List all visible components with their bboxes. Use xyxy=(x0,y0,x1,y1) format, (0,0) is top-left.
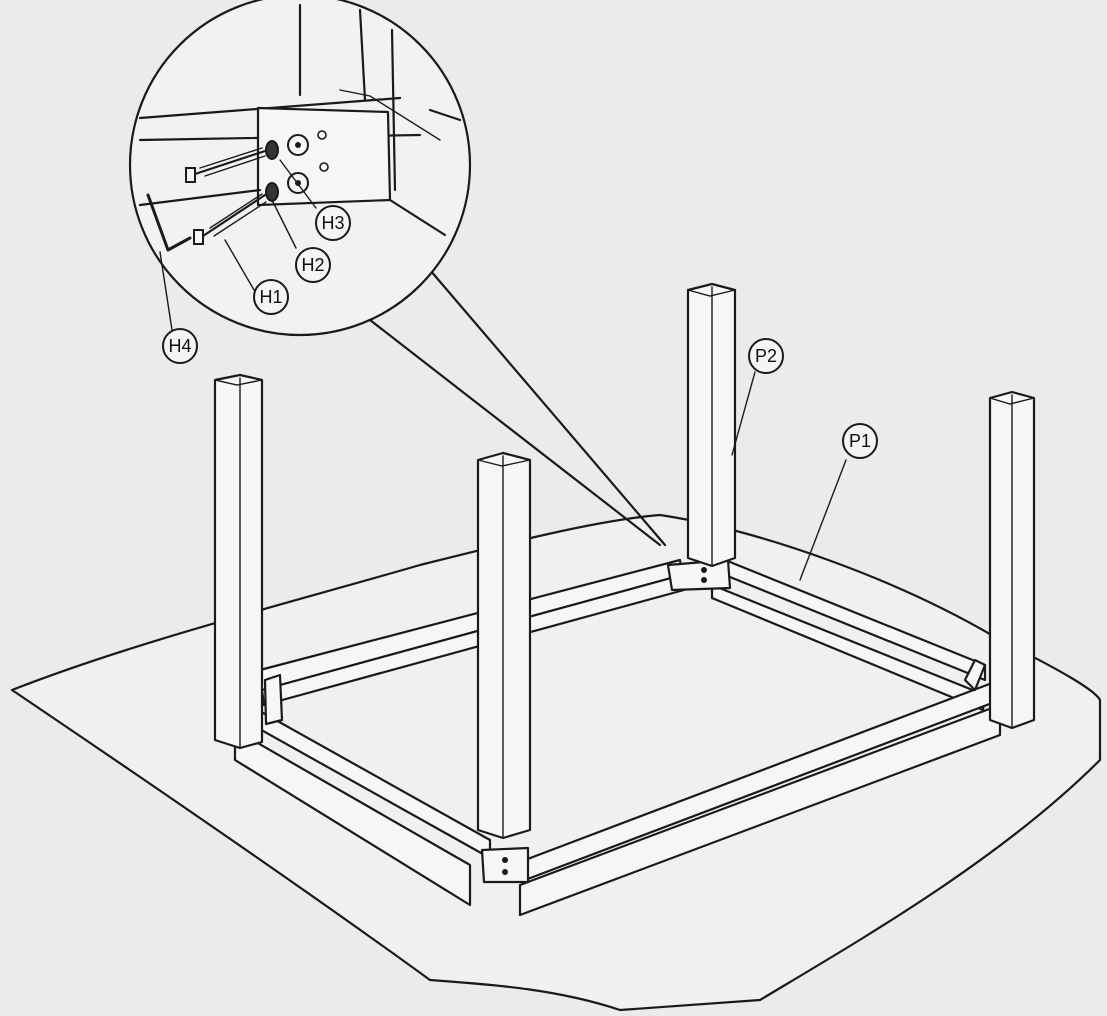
washer-hardware-h2 xyxy=(265,140,279,202)
floor-sheet xyxy=(10,513,1102,1012)
allen-key-h4 xyxy=(146,193,192,252)
bolt-hardware-h1 xyxy=(185,147,270,245)
left-rail xyxy=(233,673,492,907)
corner-bracket-front xyxy=(480,846,530,884)
leg-front-left xyxy=(213,373,264,750)
callout-p2-label: P2 xyxy=(755,346,777,366)
magnifier-pointer xyxy=(368,268,667,547)
leg-front-center xyxy=(476,451,532,840)
leg-right xyxy=(988,390,1036,730)
corner-bracket-back xyxy=(666,558,732,592)
part-p2-leg xyxy=(686,282,737,568)
callout-p2: P2 xyxy=(748,338,784,374)
callout-p1: P1 xyxy=(842,423,878,459)
callout-h4-label: H4 xyxy=(168,336,191,356)
callout-h3: H3 xyxy=(315,205,351,241)
callout-h4: H4 xyxy=(162,328,198,364)
callout-h1: H1 xyxy=(253,279,289,315)
callout-h2: H2 xyxy=(295,247,331,283)
callout-h3-label: H3 xyxy=(321,213,344,233)
detail-magnifier xyxy=(128,0,472,337)
callout-p1-label: P1 xyxy=(849,431,871,451)
callout-leaders xyxy=(159,159,847,581)
callout-h1-label: H1 xyxy=(259,287,282,307)
callout-h2-label: H2 xyxy=(301,255,324,275)
